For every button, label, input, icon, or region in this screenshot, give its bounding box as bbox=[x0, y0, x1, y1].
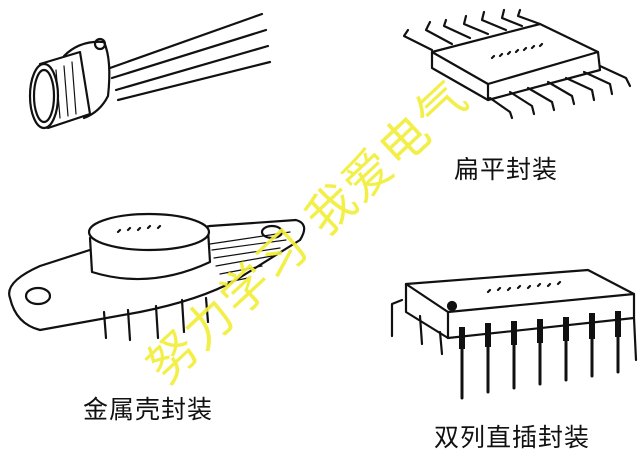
transistor-can-drawing bbox=[28, 12, 272, 130]
metal-can-package-label: 金属壳封装 bbox=[83, 395, 214, 424]
dip-package-drawing bbox=[390, 268, 638, 400]
metal-can-package-drawing bbox=[8, 212, 306, 342]
flat-package-drawing bbox=[402, 8, 632, 120]
flat-package-label: 扁平封装 bbox=[454, 155, 559, 184]
dip-package-label: 双列直插封装 bbox=[434, 423, 591, 452]
